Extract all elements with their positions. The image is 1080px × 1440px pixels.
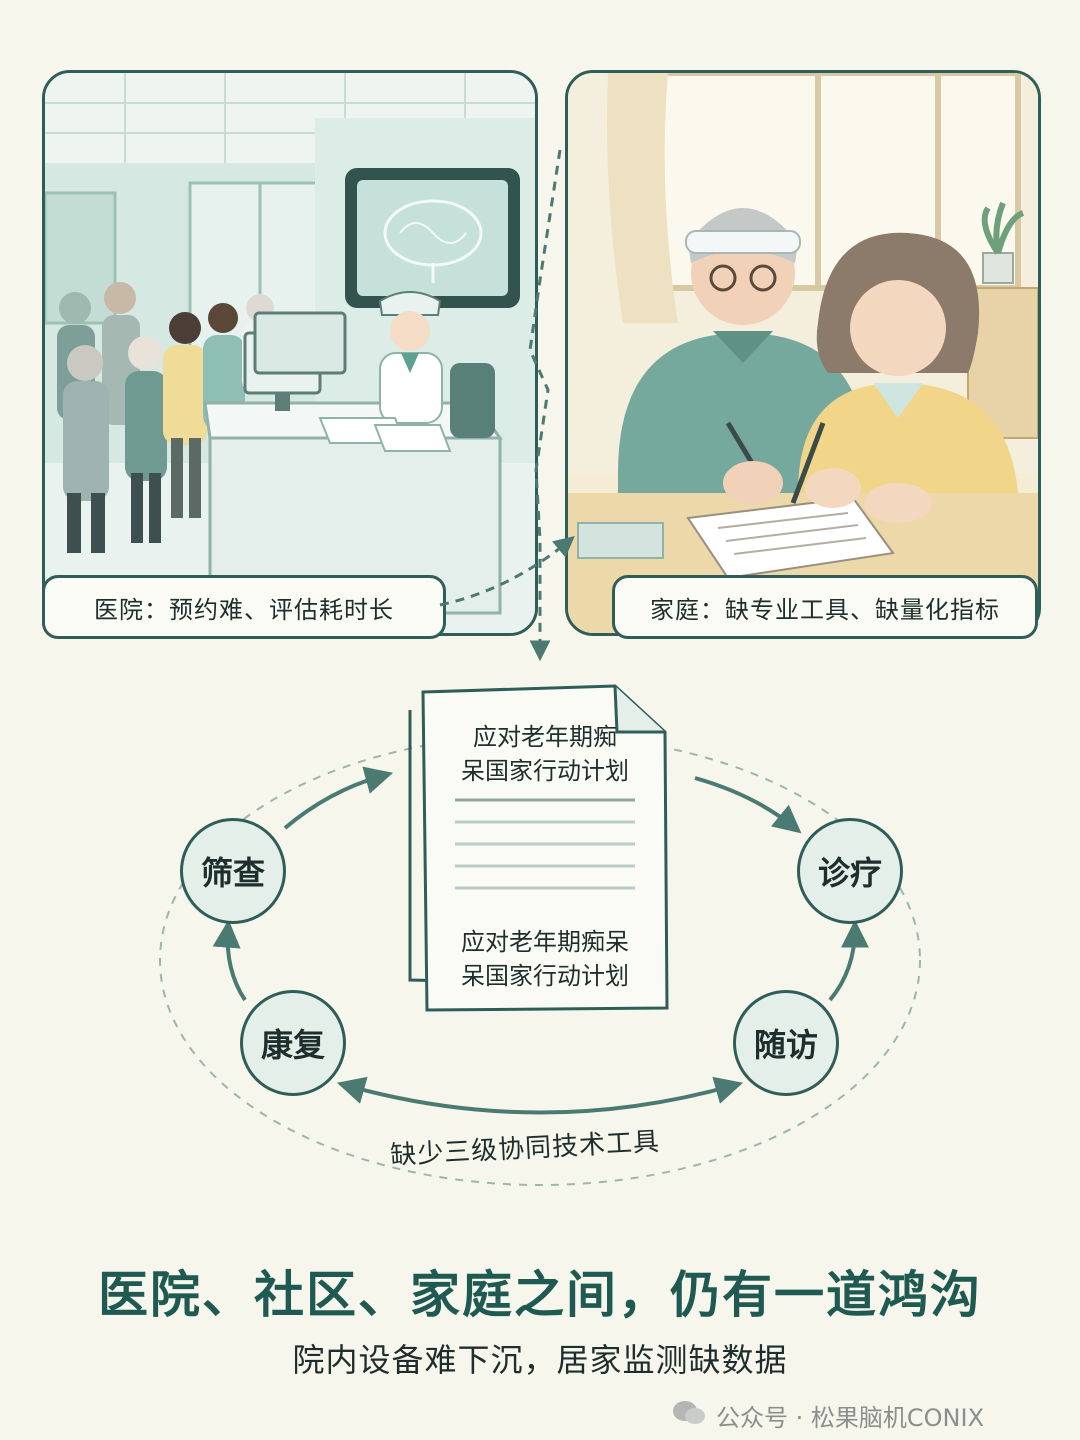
policy-document: 应对老年期痴 呆国家行动计划 应对老年期痴呆 呆国家行动计划 <box>405 680 675 1020</box>
hospital-caption: 医院：预约难、评估耗时长 <box>42 575 446 639</box>
document-title-top: 应对老年期痴 呆国家行动计划 <box>445 720 645 788</box>
wechat-icon <box>672 1399 706 1433</box>
hospital-caption-text: 医院：预约难、评估耗时长 <box>94 595 394 624</box>
document-title-bottom-line1: 应对老年期痴呆 <box>461 928 629 956</box>
document-title-top-line1: 应对老年期痴 <box>473 723 617 751</box>
watermark-text: 公众号 · 松果脑机CONIX <box>716 1404 985 1432</box>
home-caption-text: 家庭：缺专业工具、缺量化指标 <box>650 595 1000 624</box>
home-illustration-panel <box>565 70 1041 636</box>
headline: 医院、社区、家庭之间，仍有一道鸿沟 <box>98 1266 982 1324</box>
node-followup-label: 随访 <box>753 1026 818 1064</box>
document-title-bottom-line2: 呆国家行动计划 <box>461 962 629 990</box>
home-caption: 家庭：缺专业工具、缺量化指标 <box>612 575 1038 639</box>
node-screening: 筛查 <box>180 818 286 924</box>
subline: 院内设备难下沉，居家监测缺数据 <box>292 1341 788 1379</box>
node-treatment-label: 诊疗 <box>817 854 882 892</box>
watermark: 公众号 · 松果脑机CONIX <box>672 1398 984 1433</box>
home-scene-illustration <box>568 73 1038 633</box>
node-rehab: 康复 <box>240 990 346 1096</box>
document-title-top-line2: 呆国家行动计划 <box>461 757 629 785</box>
node-rehab-label: 康复 <box>260 1026 325 1064</box>
document-title-bottom: 应对老年期痴呆 呆国家行动计划 <box>435 925 655 993</box>
node-followup: 随访 <box>733 990 839 1096</box>
hospital-illustration-panel <box>42 70 538 636</box>
node-screening-label: 筛查 <box>200 854 265 892</box>
document-icon <box>408 684 669 1012</box>
node-treatment: 诊疗 <box>797 818 903 924</box>
